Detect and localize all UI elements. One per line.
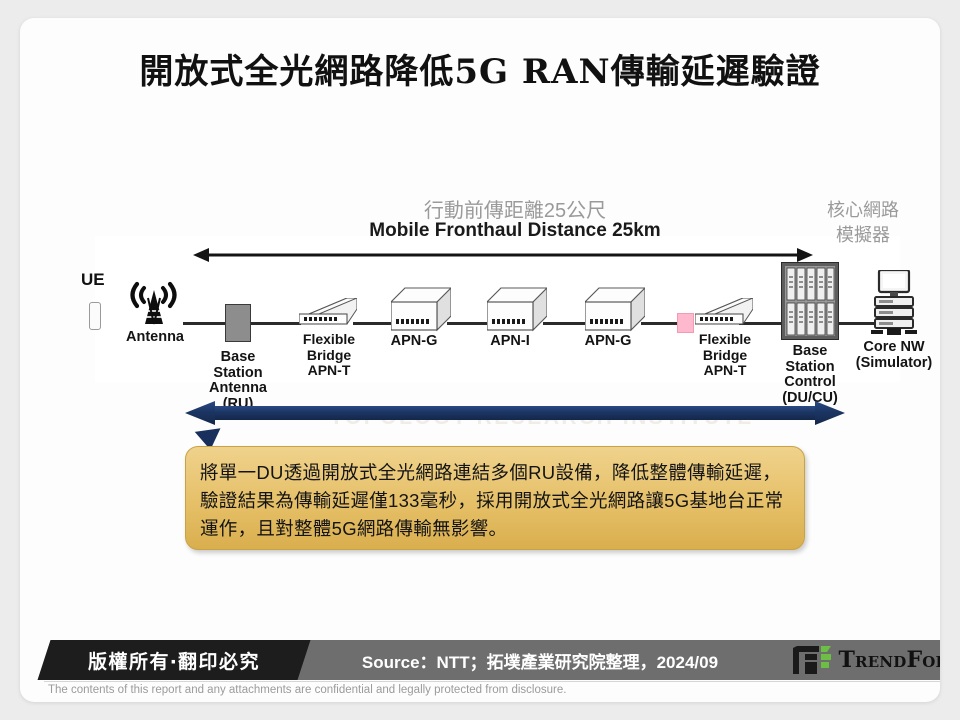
core-network-label-cn-line2: 模擬器 [836,225,890,245]
server-box-icon [485,286,549,332]
node-ducu-label: Base Station Control (DU/CU) [765,343,855,406]
node-fb2-label-line2: Bridge [702,346,748,363]
trendforce-logo: TrendForce [793,644,940,676]
node-antenna-label: Antenna [126,329,184,345]
node-flexible-bridge-apnt-right[interactable]: Flexible Bridge APN-T [694,297,754,378]
fronthaul-distance-label-en: Mobile Fronthaul Distance 25km [369,220,661,241]
footer-copyright-label: 版權所有‧翻印必究 [87,651,261,673]
node-fb2-label-line3: APN-T [703,362,747,378]
node-fb2-label-line1: Flexible [698,331,752,347]
link-fb2-to-ducu [739,322,785,325]
node-flexible-bridge-apnt-left[interactable]: Flexible Bridge APN-T [298,297,358,378]
node-ru-label-line3: Antenna [209,380,267,396]
node-antenna[interactable]: Antenna [123,278,185,345]
node-ducu-label-line1: Base [792,343,828,359]
node-apn-g-1-label: APN-G [390,333,438,349]
node-apn-g-2[interactable]: APN-G [583,286,647,349]
link-fb1-to-apng1 [353,322,395,325]
callout-text: 將單一DU透過開放式全光網路連結多個RU設備，降低整體傳輸延遲，驗證結果為傳輸延… [200,462,784,539]
core-network-label-cn-line1: 核心網路 [827,200,899,220]
node-ducu-label-line4: (DU/CU) [782,389,838,406]
node-core-nw-simulator[interactable]: Core NW (Simulator) [856,268,932,370]
mobile-phone-icon [89,302,101,330]
fronthaul-distance-label-cn: 行動前傳距離25公尺 [423,200,607,222]
node-core-nw-label-line1: Core NW [863,339,925,355]
link-apni-to-apng2 [543,322,593,325]
antenna-tower-icon [130,281,177,325]
link-antenna-to-ru [183,322,225,325]
server-rack-icon [780,261,840,341]
link-apng1-to-apni [447,322,495,325]
node-fb2-label: Flexible Bridge APN-T [685,331,765,379]
node-fb1-label-line3: APN-T [307,362,351,378]
node-ue-label: UE [81,270,105,289]
node-apn-g-2-label: APN-G [584,333,632,349]
node-ru-label-line2: Station [213,364,263,381]
base-station-box-icon [225,304,251,342]
node-ducu-label-line2: Station [785,358,835,375]
node-fb1-label: Flexible Bridge APN-T [289,331,369,379]
trendforce-brand-text: TrendForce [838,647,940,673]
node-fb1-label-line2: Bridge [306,346,352,363]
network-switch-icon [298,297,358,325]
callout-box: 將單一DU透過開放式全光網路連結多個RU設備，降低整體傳輸延遲，驗證結果為傳輸延… [185,446,805,550]
link-ducu-to-corenw [837,322,879,325]
trendforce-logo-mark-icon [793,646,832,674]
node-apn-i-label: APN-I [490,333,530,349]
fronthaul-distance-arrow-icon [193,248,813,262]
node-fb1-label-line1: Flexible [302,331,356,347]
node-core-nw-label: Core NW (Simulator) [851,339,937,371]
end-to-end-latency-arrow-icon [185,401,845,425]
node-core-nw-label-line2: (Simulator) [855,354,933,371]
pink-connector-icon [677,313,694,333]
footer-source-label: Source：NTT；拓墣產業研究院整理，2024/09 [361,652,719,672]
node-apn-g-1[interactable]: APN-G [389,286,453,349]
link-apng2-to-pink [641,322,679,325]
slide-footer: 版權所有‧翻印必究 Source：NTT；拓墣產業研究院整理，2024/09 T… [20,640,940,702]
node-ducu-label-line3: Control [784,374,836,390]
link-ru-to-fb1 [251,322,301,325]
server-box-icon [389,286,453,332]
footer-divider [44,681,940,682]
node-ru-label-line1: Base [220,349,256,365]
core-network-label-cn: 核心網路 模擬器 [803,198,923,248]
node-base-station-control-ducu[interactable]: Base Station Control (DU/CU) [780,261,840,405]
page-title: 開放式全光網路降低5G RAN傳輸延遲驗證 [139,52,821,92]
slide-canvas: 開放式全光網路降低5G RAN傳輸延遲驗證 TOPOLOGY RESEARCH … [20,18,940,702]
footer-disclaimer: The contents of this report and any atta… [48,684,567,696]
node-apn-i[interactable]: APN-I [485,286,549,349]
computer-server-stack-icon [871,268,917,335]
server-box-icon [583,286,647,332]
network-switch-icon [694,297,754,325]
